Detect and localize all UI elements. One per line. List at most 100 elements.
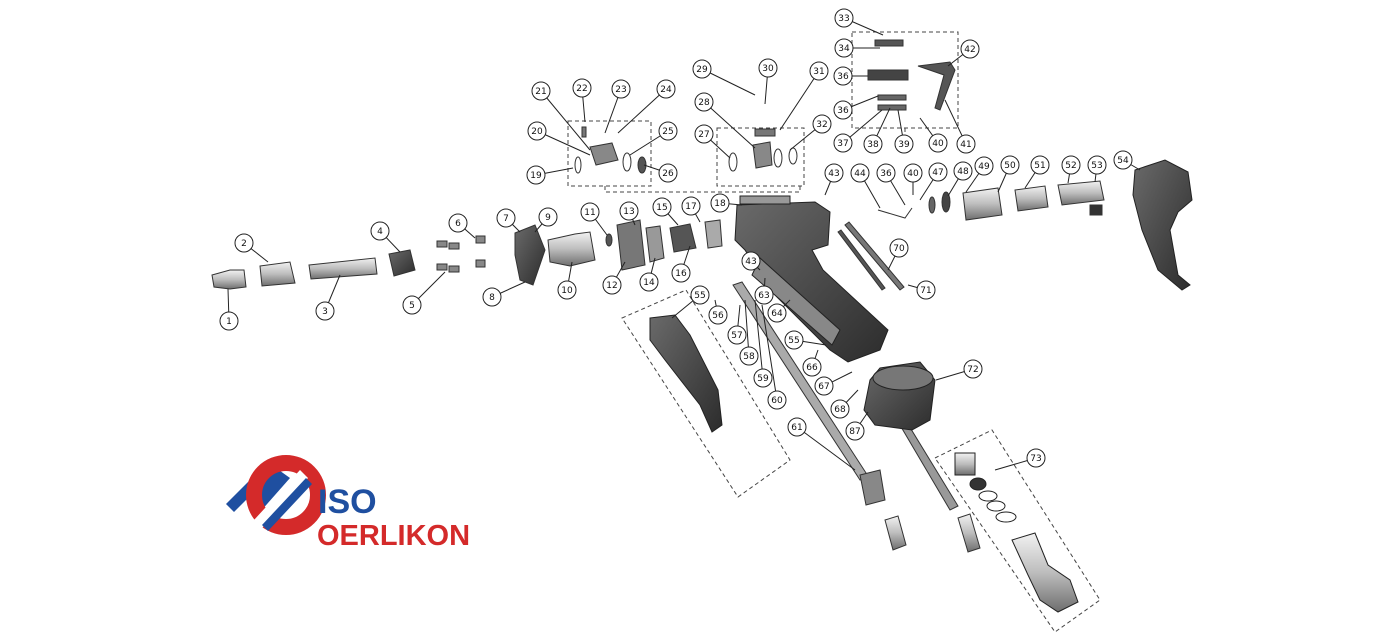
part-callout-58: 58	[739, 299, 759, 366]
part-callout-20: 20	[527, 121, 591, 156]
callout-bubble	[787, 417, 807, 437]
callout-bubble	[619, 201, 639, 221]
callout-bubble	[656, 79, 676, 99]
rear-fittings	[877, 180, 1105, 221]
part-callout-17: 17	[681, 196, 701, 223]
nozzle-assembly	[211, 219, 723, 290]
part-callout-48: 48	[947, 161, 973, 197]
callout-number: 28	[698, 98, 710, 108]
part-callout-33: 33	[834, 8, 884, 36]
callout-bubble	[876, 163, 896, 183]
callout-bubble	[754, 285, 774, 305]
callout-number: 47	[932, 168, 943, 178]
part-callout-6: 6	[448, 213, 476, 239]
part-callout-12: 12	[602, 261, 626, 295]
callout-number: 51	[1034, 161, 1045, 171]
callout-number: 31	[813, 67, 824, 77]
part-callout-42: 42	[947, 39, 980, 67]
callout-number: 63	[758, 291, 769, 301]
part-callout-43: 43	[741, 251, 761, 271]
callout-number: 87	[849, 427, 860, 437]
callout-number: 29	[696, 65, 708, 75]
callout-bubble	[652, 197, 672, 217]
part-callout-29: 29	[692, 59, 756, 96]
logo: ISO OERLIKON	[226, 455, 470, 552]
callout-bubble	[658, 121, 678, 141]
callout-bubble	[402, 295, 422, 315]
callout-number: 2	[241, 239, 247, 249]
part-callout-1: 1	[219, 288, 239, 331]
part-callout-26: 26	[643, 163, 678, 183]
part-callout-16: 16	[671, 245, 691, 283]
callout-bubble	[234, 233, 254, 253]
callout-number: 36	[837, 106, 849, 116]
callout-number: 11	[584, 208, 595, 218]
callout-bubble	[671, 263, 691, 283]
callout-number: 43	[745, 257, 756, 267]
callout-number: 13	[623, 207, 634, 217]
callout-bubble	[894, 134, 914, 154]
part-callout-43: 43	[824, 163, 844, 196]
part-callout-36: 36	[833, 95, 879, 120]
callout-number: 36	[837, 72, 849, 82]
leader-line	[617, 88, 667, 134]
part-callout-49: 49	[965, 156, 994, 193]
callout-number: 67	[818, 382, 829, 392]
callout-bubble	[527, 121, 547, 141]
callout-number: 43	[828, 169, 839, 179]
callout-number: 22	[576, 84, 587, 94]
callout-bubble	[602, 275, 622, 295]
part-callout-39: 39	[894, 109, 914, 154]
part-callout-10: 10	[557, 261, 577, 300]
leader-line	[701, 68, 756, 96]
part-callout-27: 27	[694, 124, 731, 159]
part-callout-4: 4	[370, 221, 401, 253]
callout-number: 38	[867, 140, 879, 150]
part-callout-8: 8	[482, 281, 526, 307]
group-boxes	[567, 31, 1101, 633]
part-callout-56: 56	[708, 299, 728, 325]
part-callout-40: 40	[903, 163, 923, 195]
part-callout-14: 14	[639, 257, 659, 292]
part-callout-55: 55	[784, 330, 827, 350]
callout-number: 14	[643, 278, 655, 288]
leader-line	[703, 101, 756, 149]
callout-bubble	[956, 134, 976, 154]
callout-bubble	[833, 100, 853, 120]
callout-bubble	[830, 399, 850, 419]
part-callout-19: 19	[526, 165, 574, 185]
callout-bubble	[833, 133, 853, 153]
callout-bubble	[974, 156, 994, 176]
part-callout-28: 28	[694, 92, 756, 149]
callout-number: 9	[545, 213, 551, 223]
part-callout-50: 50	[997, 155, 1020, 193]
part-callout-15: 15	[652, 197, 679, 226]
callout-bubble	[639, 272, 659, 292]
callout-number: 71	[920, 286, 931, 296]
part-callout-11: 11	[580, 202, 608, 236]
callout-number: 24	[660, 85, 672, 95]
part-callout-34: 34	[834, 38, 880, 58]
callout-number: 27	[698, 130, 709, 140]
callout-number: 42	[964, 45, 975, 55]
callout-bubble	[834, 8, 854, 28]
part-callout-60: 60	[761, 304, 787, 410]
part-callout-57: 57	[727, 304, 747, 345]
callout-number: 55	[694, 291, 705, 301]
callout-number: 50	[1004, 161, 1016, 171]
callout-bubble	[482, 287, 502, 307]
part-callout-41: 41	[944, 99, 976, 154]
part-callout-73: 73	[994, 448, 1046, 471]
callout-number: 16	[675, 269, 687, 279]
part-callout-52: 52	[1061, 155, 1081, 184]
part-callout-38: 38	[863, 107, 891, 154]
part-callout-71: 71	[907, 280, 936, 300]
part-callout-31: 31	[779, 61, 829, 131]
callout-bubble	[963, 359, 983, 379]
callout-bubble	[767, 303, 787, 323]
part-callout-23: 23	[604, 79, 631, 134]
part-callout-21: 21	[531, 81, 591, 151]
callout-bubble	[739, 346, 759, 366]
rods-and-hoses	[732, 221, 981, 553]
